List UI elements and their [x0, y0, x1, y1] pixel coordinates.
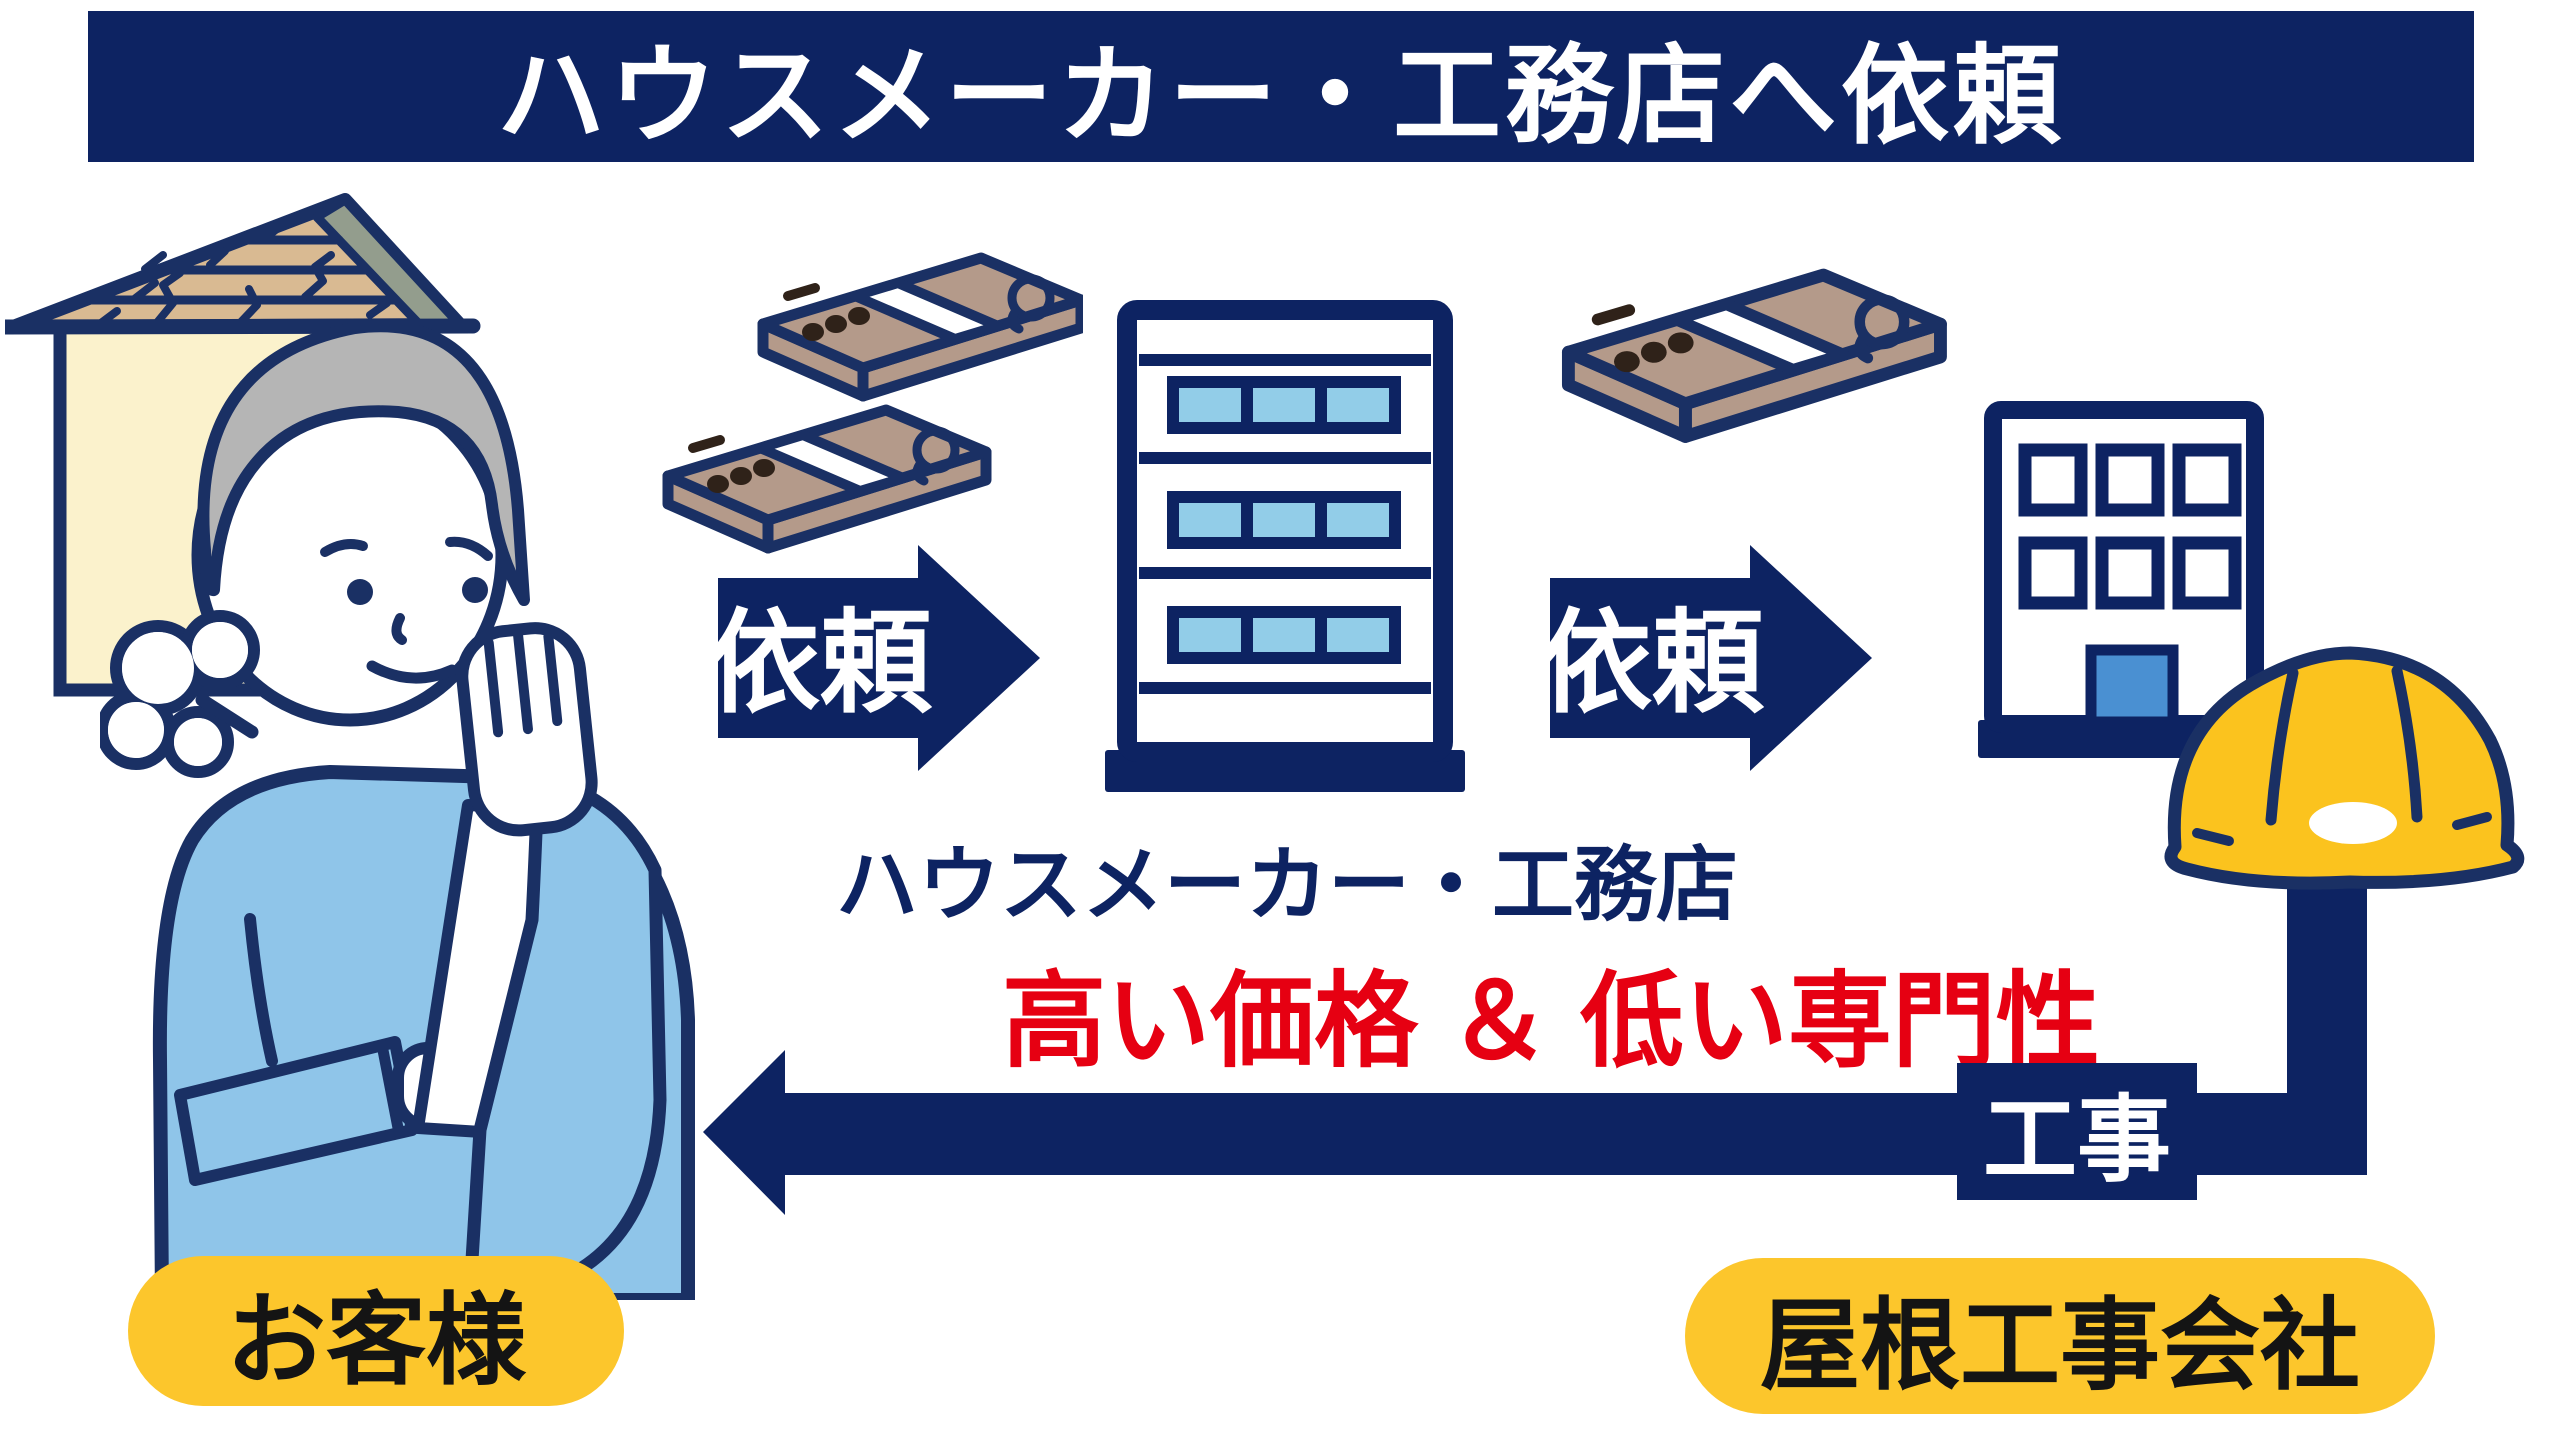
- customer-pill: お客様: [128, 1256, 624, 1406]
- worried-face: [320, 536, 493, 684]
- money-stack-single-icon: [1561, 268, 1947, 443]
- roofing-company-pill: 屋根工事会社: [1685, 1258, 2435, 1414]
- customer-label: お客様: [226, 1284, 526, 1397]
- sigh-puff-icon: [100, 610, 260, 778]
- construction-arrow-label: 工事: [1982, 1086, 2171, 1192]
- money-stack-double-icon: [648, 252, 1083, 587]
- title-banner: ハウスメーカー・工務店へ依頼: [88, 11, 2474, 162]
- request-arrow-label: 依頼: [1550, 601, 1765, 726]
- request-arrow-label: 依頼: [718, 601, 933, 726]
- construction-return-arrow-icon: [703, 865, 2367, 1215]
- roofing-company-label: 屋根工事会社: [1760, 1289, 2360, 1402]
- office-building-small-icon: [1978, 401, 2293, 758]
- page-title: ハウスメーカー・工務店へ依頼: [496, 34, 2065, 156]
- hand-on-cheek: [456, 622, 598, 837]
- request-arrow-icon: 依頼: [718, 545, 1040, 771]
- roof-cracks: [97, 223, 391, 329]
- middle-entity-caption: ハウスメーカー・工務店: [835, 840, 1739, 931]
- door: [2085, 644, 2179, 728]
- construction-arrow-label-block: 工事: [1957, 1063, 2197, 1200]
- office-building-large-icon: [1105, 300, 1465, 792]
- drawback-text: 高い価格 ＆ 低い専門性: [1002, 964, 2100, 1080]
- worried-person-icon: [100, 320, 695, 1300]
- hair: [197, 320, 530, 606]
- request-arrow-icon: 依頼: [1550, 545, 1872, 771]
- safety-helmet-icon: [2164, 646, 2525, 890]
